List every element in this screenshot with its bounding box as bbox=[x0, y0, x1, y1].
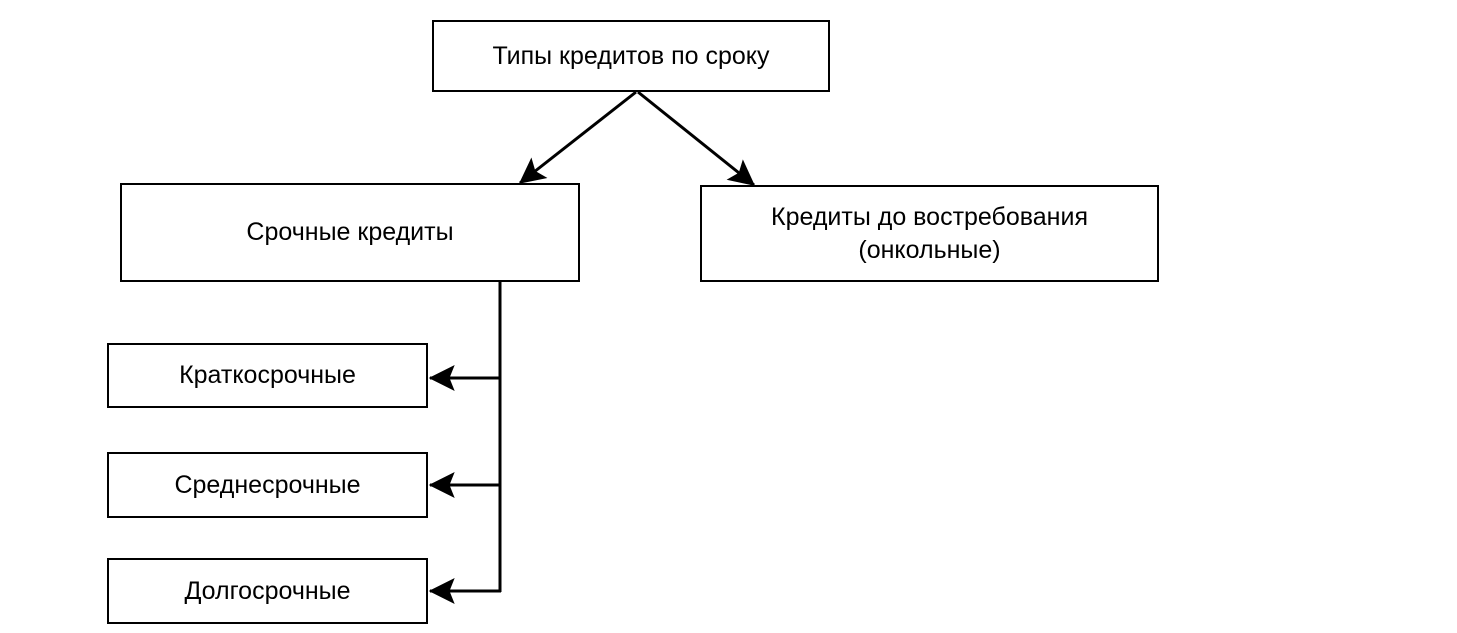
short-term-label: Краткосрочные bbox=[179, 361, 356, 389]
medium-term-node: Среднесрочные bbox=[107, 452, 428, 518]
short-term-node: Краткосрочные bbox=[107, 343, 428, 408]
long-term-node: Долгосрочные bbox=[107, 558, 428, 624]
demand-loans-node: Кредиты до востребования (онкольные) bbox=[700, 185, 1159, 282]
term-loans-label: Срочные кредиты bbox=[246, 218, 454, 246]
term-loans-node: Срочные кредиты bbox=[120, 183, 580, 282]
root-node: Типы кредитов по сроку bbox=[432, 20, 830, 92]
arrow-root-to-demand bbox=[637, 90, 756, 187]
long-term-label: Долгосрочные bbox=[184, 576, 351, 605]
demand-loans-label-line2: (онкольные) bbox=[858, 235, 1001, 264]
root-label: Типы кредитов по сроку bbox=[492, 41, 770, 70]
arrow-root-to-term bbox=[518, 90, 637, 185]
demand-loans-label-line1: Кредиты до востребования bbox=[771, 202, 1088, 231]
medium-term-label: Среднесрочные bbox=[174, 470, 361, 499]
